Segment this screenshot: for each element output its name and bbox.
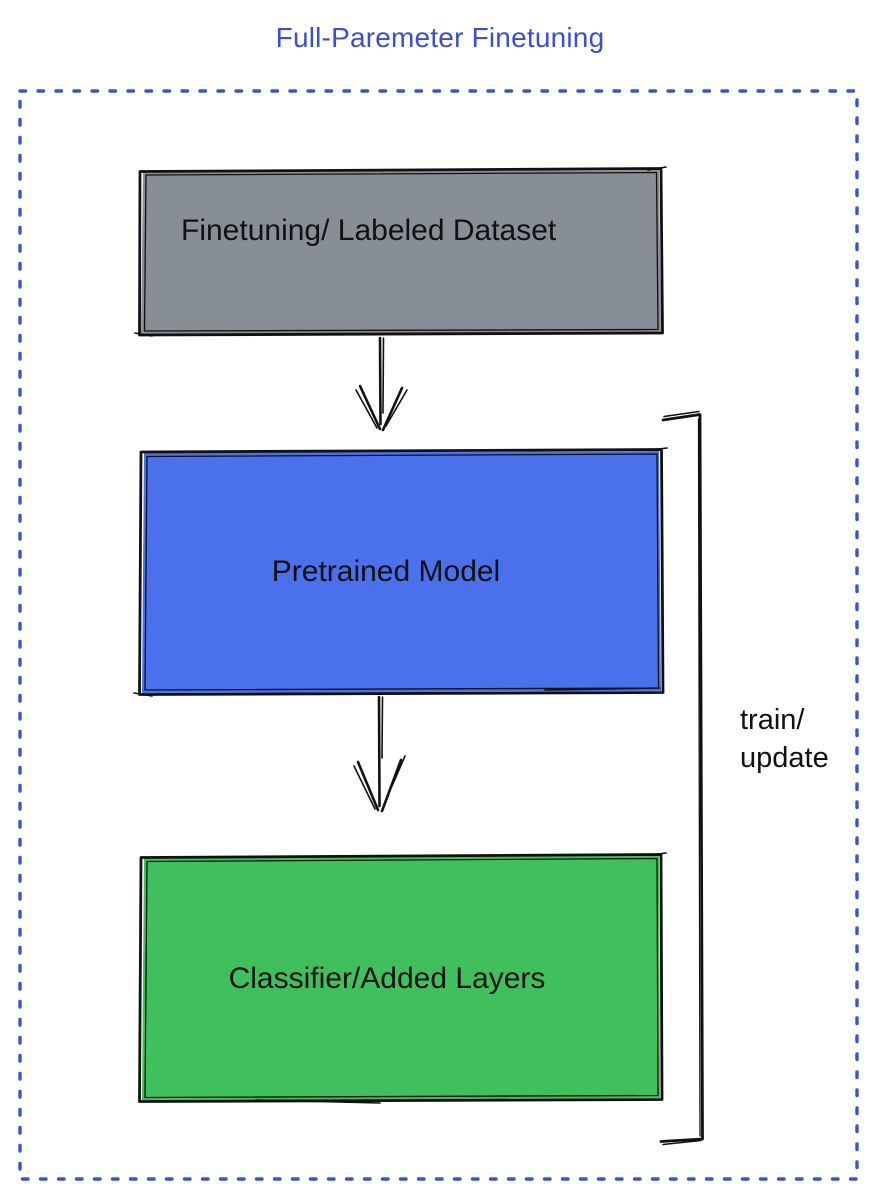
- arrow-down-icon: [355, 336, 408, 432]
- dataset-node-fill: [141, 170, 661, 334]
- node-pretrained-model: [133, 447, 668, 697]
- classifier-node-corner-overshoot: [255, 852, 667, 1104]
- dataset-node-outline-second-pass: [143, 171, 659, 332]
- dataset-node-corner-overshoot: [134, 166, 667, 337]
- node-finetuning-dataset: [134, 166, 667, 337]
- node-label-finetuning-dataset: Finetuning/ Labeled Dataset: [181, 214, 557, 247]
- classifier-node-outline-second-pass: [144, 857, 659, 1099]
- node-label-classifier-added-layers: Classifier/Added Layers: [228, 962, 546, 995]
- diagram-title: Full-Paremeter Finetuning: [275, 22, 605, 53]
- train-update-bracket: [659, 410, 704, 1146]
- model-node-outline: [138, 448, 665, 696]
- classifier-node-outline: [138, 853, 664, 1103]
- dataset-node-outline: [138, 167, 664, 337]
- train-update-label: train/ update: [740, 704, 829, 774]
- dotted-frame: [18, 89, 859, 1181]
- model-node-corner-overshoot: [133, 447, 668, 697]
- node-classifier-added-layers: [138, 852, 667, 1104]
- classifier-node-fill: [142, 855, 660, 1100]
- arrow-down-icon: [353, 695, 406, 813]
- node-label-pretrained-model: Pretrained Model: [271, 555, 501, 588]
- model-node-fill: [142, 451, 661, 693]
